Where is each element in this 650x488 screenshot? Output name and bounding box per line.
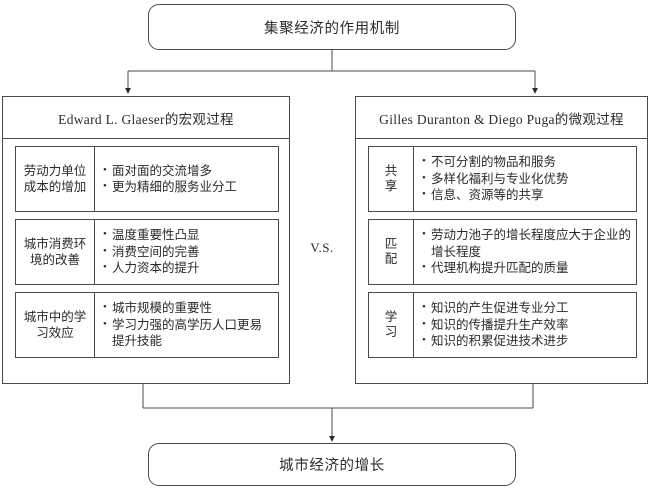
row-divider (94, 220, 95, 284)
macro-panel-body: 劳动力单位成本的增加 • 面对面的交流增多 • 更为精细的服务业分工 城市消费环… (3, 139, 289, 365)
table-row: 城市消费环境的改善 • 温度重要性凸显 • 消费空间的完善 • 人力资本的提升 (15, 219, 279, 285)
row-key-label: 共享 (384, 163, 398, 193)
row-key-label: 学习 (384, 309, 398, 339)
row-values: • 不可分割的物品和服务 • 多样化福利与专业化优势 • 信息、资源等的共享 (414, 147, 636, 211)
list-item-label: 学习力强的高学历人口更易提升技能 (112, 317, 263, 349)
list-item-label: 城市规模的重要性 (112, 301, 213, 316)
list-item: • 知识的传播提升生产效率 (422, 317, 632, 333)
list-item: • 知识的积累促进技术进步 (422, 333, 632, 349)
row-key: 劳动力单位成本的增加 (23, 163, 87, 195)
row-key: 城市消费环境的改善 (23, 236, 87, 268)
bullet-icon: • (422, 155, 426, 168)
row-key: 城市中的学习效应 (23, 309, 87, 341)
list-item-label: 代理机构提升匹配的质量 (431, 261, 569, 276)
list-item-label: 消费空间的完善 (112, 244, 200, 259)
list-item: • 温度重要性凸显 (103, 227, 274, 243)
list-item-label: 人力资本的提升 (112, 261, 200, 276)
list-item: • 更为精细的服务业分工 (103, 179, 274, 195)
list-item-label: 知识的产生促进专业分工 (431, 301, 569, 316)
row-key: 匹配 (369, 220, 413, 284)
row-divider (94, 293, 95, 357)
list-item: • 信息、资源等的共享 (422, 187, 632, 203)
micro-panel-title: Gilles Duranton & Diego Puga的微观过程 (379, 111, 624, 127)
list-item-label: 劳动力池子的增长程度应大于企业的增长程度 (431, 228, 632, 259)
row-values: • 知识的产生促进专业分工 • 知识的传播提升生产效率 • 知识的积累促进技术进… (414, 293, 636, 357)
list-item-label: 更为精细的服务业分工 (112, 180, 238, 194)
row-key: 学习 (369, 293, 413, 357)
table-row: 共享 • 不可分割的物品和服务 • 多样化福利与专业化优势 • 信息、资源等的共… (368, 146, 637, 212)
table-row: 匹配 • 劳动力池子的增长程度应大于企业的增长程度 • 代理机构提升匹配的质量 (368, 219, 637, 285)
list-item-label: 不可分割的物品和服务 (431, 155, 557, 170)
bullet-icon: • (422, 301, 426, 314)
list-item: • 消费空间的完善 (103, 244, 274, 260)
top-node: 集聚经济的作用机制 (148, 4, 516, 50)
list-item-label: 多样化福利与专业化优势 (431, 171, 569, 186)
macro-panel-title: Edward L. Glaeser的宏观过程 (58, 111, 234, 127)
bullet-icon: • (422, 261, 426, 274)
bullet-icon: • (103, 228, 107, 241)
bullet-icon: • (103, 301, 107, 314)
bullet-icon: • (103, 317, 107, 330)
list-item: • 代理机构提升匹配的质量 (422, 260, 632, 276)
list-item: • 人力资本的提升 (103, 260, 274, 276)
list-item: • 面对面的交流增多 (103, 163, 274, 179)
top-node-label: 集聚经济的作用机制 (264, 20, 400, 37)
bullet-icon: • (422, 171, 426, 184)
micro-panel-header: Gilles Duranton & Diego Puga的微观过程 (356, 97, 647, 139)
row-values: • 温度重要性凸显 • 消费空间的完善 • 人力资本的提升 (95, 220, 278, 284)
row-key: 共享 (369, 147, 413, 211)
bullet-icon: • (103, 261, 107, 274)
list-item: • 学习力强的高学历人口更易提升技能 (103, 317, 274, 350)
row-divider (413, 220, 414, 284)
bullet-icon: • (422, 188, 426, 201)
row-values: • 劳动力池子的增长程度应大于企业的增长程度 • 代理机构提升匹配的质量 (414, 220, 636, 284)
macro-panel-header: Edward L. Glaeser的宏观过程 (3, 97, 289, 139)
row-values: • 城市规模的重要性 • 学习力强的高学历人口更易提升技能 (95, 293, 278, 357)
bullet-icon: • (103, 163, 107, 176)
list-item-label: 信息、资源等的共享 (431, 188, 544, 203)
bullet-icon: • (422, 228, 426, 241)
list-item-label: 知识的积累促进技术进步 (431, 334, 569, 349)
row-divider (94, 147, 95, 211)
table-row: 劳动力单位成本的增加 • 面对面的交流增多 • 更为精细的服务业分工 (15, 146, 279, 212)
bullet-icon: • (103, 244, 107, 257)
list-item: • 城市规模的重要性 (103, 300, 274, 316)
bottom-node: 城市经济的增长 (148, 443, 516, 486)
macro-panel: Edward L. Glaeser的宏观过程 劳动力单位成本的增加 • 面对面的… (2, 96, 290, 384)
list-item-label: 知识的传播提升生产效率 (431, 317, 569, 332)
row-key-label: 匹配 (384, 236, 398, 266)
row-divider (413, 293, 414, 357)
list-item: • 知识的产生促进专业分工 (422, 300, 632, 316)
bullet-icon: • (422, 317, 426, 330)
list-item: • 劳动力池子的增长程度应大于企业的增长程度 (422, 227, 632, 260)
bullet-icon: • (103, 180, 107, 192)
list-item-label: 面对面的交流增多 (112, 163, 213, 178)
list-item: • 不可分割的物品和服务 (422, 154, 632, 170)
micro-panel: Gilles Duranton & Diego Puga的微观过程 共享 • 不… (355, 96, 648, 384)
bottom-node-label: 城市经济的增长 (279, 458, 385, 474)
table-row: 城市中的学习效应 • 城市规模的重要性 • 学习力强的高学历人口更易提升技能 (15, 292, 279, 358)
list-item: • 多样化福利与专业化优势 (422, 171, 632, 187)
comparator-label: V.S. (310, 240, 334, 255)
row-divider (413, 147, 414, 211)
bullet-icon: • (422, 334, 426, 347)
table-row: 学习 • 知识的产生促进专业分工 • 知识的传播提升生产效率 • 知识的积累促进… (368, 292, 637, 358)
micro-panel-body: 共享 • 不可分割的物品和服务 • 多样化福利与专业化优势 • 信息、资源等的共… (356, 139, 647, 365)
row-values: • 面对面的交流增多 • 更为精细的服务业分工 (95, 147, 278, 211)
list-item-label: 温度重要性凸显 (112, 228, 200, 243)
